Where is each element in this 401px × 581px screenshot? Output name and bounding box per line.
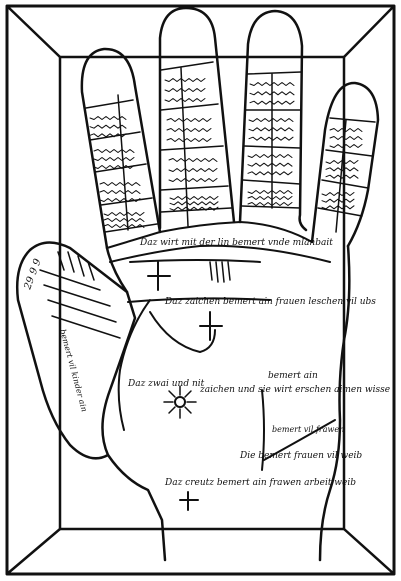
handwriting-scribble — [248, 136, 294, 141]
handwriting-scribble — [164, 78, 206, 82]
handwriting-scribble — [168, 168, 218, 172]
ring-finger-side-inscription: bemert vil frawen — [272, 425, 344, 434]
handwriting-scribble — [93, 165, 135, 169]
handwriting-scribble — [169, 201, 219, 206]
handwriting-scribble — [164, 88, 206, 92]
handwriting-scribble — [329, 128, 363, 132]
handwriting-scribble — [89, 124, 127, 129]
handwriting-scribble — [247, 154, 293, 158]
handwriting-scribble — [247, 190, 293, 194]
handwriting-scribble — [249, 91, 295, 96]
handwriting-scribble — [89, 133, 127, 138]
handwriting-scribble — [168, 178, 218, 182]
handwriting-scribble — [166, 128, 212, 132]
handwriting-scribble — [321, 198, 355, 203]
handwriting-scribble — [164, 98, 206, 102]
picture-frame — [5, 4, 396, 576]
handwriting-scribble — [247, 202, 293, 206]
handwriting-scribble — [329, 136, 363, 140]
palm-lines — [117, 259, 336, 471]
sun-symbol — [163, 385, 197, 419]
sun-mark-top-right-inscription: bemert ain — [268, 371, 318, 381]
handwriting-scribble — [93, 149, 135, 153]
wrist-cross — [179, 491, 199, 511]
handwriting-scribble — [247, 171, 293, 176]
handwriting-scribble — [249, 82, 295, 86]
finger-text-scribbles — [89, 78, 363, 228]
handwriting-scribble — [99, 190, 141, 194]
handwriting-scribble — [103, 212, 145, 216]
handwriting-scribble — [166, 118, 212, 122]
sun-mark-right-inscription: zaichen und sie wirt erschen aimen wisse — [199, 385, 390, 395]
handwriting-scribble — [321, 205, 355, 210]
handwriting-scribble — [93, 157, 135, 161]
lower-right-inscription: Die bemert frauen vil weib — [239, 451, 362, 461]
handwriting-scribble — [166, 138, 212, 142]
thumb-numbers: 29 9 9 — [22, 257, 44, 292]
handwriting-scribble — [321, 192, 355, 196]
handwriting-scribble — [325, 167, 359, 172]
handwriting-scribble — [103, 224, 145, 228]
handwriting-scribble — [247, 196, 293, 200]
handwriting-scribble — [248, 118, 294, 122]
head-line-inscription: Daz zaichen bemert ain frauen leschen vi… — [164, 297, 376, 307]
handwriting-scribble — [103, 218, 145, 222]
handwriting-scribble — [89, 116, 127, 120]
hand-outline — [16, 6, 380, 562]
handwriting-scribble — [325, 160, 359, 164]
thumb-stripes — [39, 251, 121, 339]
thumb-side-inscription: bemert vil kinder ain — [58, 328, 89, 413]
handwriting-scribble — [169, 206, 219, 211]
heart-line-inscription: Daz wirt mit der lin bemert vnde mlanbai… — [139, 238, 333, 248]
handwriting-scribble — [99, 198, 141, 202]
handwriting-scribble — [329, 144, 363, 148]
handwriting-scribble — [249, 100, 295, 105]
handwriting-scribble — [248, 127, 294, 132]
handwriting-scribble — [325, 174, 359, 179]
handwriting-scribble — [168, 158, 218, 162]
wrist-inscription: Daz creutz bemert ain frawen arbeit weib — [164, 478, 356, 488]
handwriting-scribble — [247, 162, 293, 167]
handwriting-scribble — [99, 182, 141, 186]
handwriting-scribble — [169, 196, 219, 200]
sun-mark-left-inscription: Daz zwai und nit — [127, 379, 205, 389]
